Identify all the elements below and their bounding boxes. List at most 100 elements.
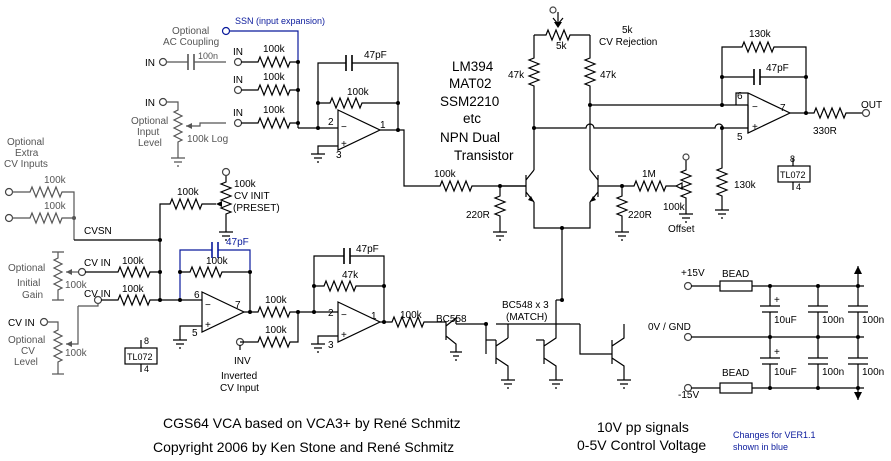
svg-text:100n: 100n <box>822 367 844 378</box>
svg-text:+: + <box>341 330 347 341</box>
svg-text:100k: 100k <box>65 348 88 359</box>
svg-text:100k: 100k <box>265 325 288 336</box>
audio-input-section: SSN (input expansion) Optional AC Coupli… <box>131 16 325 167</box>
svg-text:−: − <box>341 310 347 321</box>
svg-text:10uF: 10uF <box>774 315 797 326</box>
input-level-label-2: Input <box>137 127 159 138</box>
svg-text:130k: 130k <box>749 29 772 40</box>
svg-text:Gain: Gain <box>22 290 43 301</box>
signals-line-2: 0-5V Control Voltage <box>577 437 706 453</box>
current-source-section: BC558 BC548 x 3 (MATCH) <box>436 298 631 389</box>
svg-text:47k: 47k <box>508 70 525 81</box>
svg-text:100k: 100k <box>44 175 67 186</box>
svg-text:4: 4 <box>796 182 801 192</box>
inv-label-3: CV Input <box>220 383 259 394</box>
svg-text:Initial: Initial <box>17 278 40 289</box>
signals-line-1: 10V pp signals <box>597 419 689 435</box>
in-label-pot: IN <box>145 98 155 109</box>
out-terminal <box>861 108 871 118</box>
svg-text:100k: 100k <box>265 295 288 306</box>
svg-text:100k: 100k <box>122 256 145 267</box>
transistor-note: LM394 MAT02 SSM2210 etc NPN Dual Transis… <box>440 59 514 163</box>
svg-text:+: + <box>341 139 347 150</box>
svg-text:2: 2 <box>328 308 334 319</box>
svg-text:100k: 100k <box>434 169 457 180</box>
cv-in-label-1: CV IN <box>84 258 111 269</box>
cv-init-preset: (PRESET) <box>233 203 280 214</box>
svg-text:4: 4 <box>144 364 149 374</box>
extra-cv-label-3: CV Inputs <box>4 159 48 170</box>
in-terminal-2 <box>233 85 243 95</box>
note-line-1: LM394 <box>452 59 494 74</box>
in-label-ac: IN <box>145 58 155 69</box>
svg-text:8: 8 <box>144 336 149 346</box>
cv-input-section: Optional Extra CV Inputs 100k 100k CVSN … <box>4 137 280 375</box>
svg-text:+: + <box>774 347 780 358</box>
in-label-2: IN <box>233 75 243 86</box>
svg-text:1: 1 <box>371 311 377 322</box>
svg-text:220R: 220R <box>628 210 652 221</box>
note-line-5: NPN Dual <box>440 130 500 145</box>
svg-text:+: + <box>205 320 211 331</box>
svg-text:130k: 130k <box>734 180 757 191</box>
note-line-6: Transistor <box>454 148 514 163</box>
gnd-label: 0V / GND <box>648 322 691 333</box>
in-label-3: IN <box>233 108 243 119</box>
footer-text: CGS64 VCA based on VCA3+ by René Schmitz… <box>153 415 816 455</box>
svg-text:TL072: TL072 <box>780 170 806 180</box>
input-level-label-3: Level <box>138 138 162 149</box>
svg-text:10uF: 10uF <box>774 367 797 378</box>
cv-in-label-left: CV IN <box>8 318 35 329</box>
output-opamp-stage: 6 5 7 − + 130k 130k 47pF 330R OUT TL072 … <box>715 29 882 219</box>
changes-line-1: Changes for VER1.1 <box>733 430 816 440</box>
svg-text:330R: 330R <box>813 126 837 137</box>
svg-text:BEAD: BEAD <box>722 269 749 280</box>
svg-text:TL072: TL072 <box>127 352 153 362</box>
extra-cv-label-2: Extra <box>15 148 39 159</box>
cv-init-100k: 100k <box>234 179 257 190</box>
note-line-2: MAT02 <box>449 76 492 91</box>
r100k-fb-label: 100k <box>347 87 370 98</box>
note-line-3: SSM2210 <box>440 94 499 109</box>
svg-text:100k: 100k <box>206 256 229 267</box>
dual-transistor-core: 5k 5k CV Rejection 47k 47k 220R <box>466 6 736 300</box>
svg-text:100k: 100k <box>122 284 145 295</box>
svg-text:47pF: 47pF <box>356 244 379 255</box>
svg-text:47k: 47k <box>342 270 359 281</box>
svg-text:100k: 100k <box>663 202 686 213</box>
plus15-label: +15V <box>681 268 705 279</box>
svg-text:5: 5 <box>192 328 198 339</box>
minus15-label: -15V <box>678 390 699 401</box>
svg-text:47pF: 47pF <box>766 63 789 74</box>
svg-text:8: 8 <box>790 154 795 164</box>
cv-opamp-1: 6 5 7 − + 47pF 100k 100k TL072 8 4 100k … <box>124 237 300 394</box>
changes-line-2: shown in blue <box>733 442 788 452</box>
extra-cv-label-1: Optional <box>7 137 44 148</box>
out-label: OUT <box>861 100 882 111</box>
bc548-label: BC548 x 3 <box>502 300 549 311</box>
svg-text:100k: 100k <box>65 280 88 291</box>
svg-text:Optional: Optional <box>8 335 45 346</box>
cv-in-label-2: CV IN <box>84 289 111 300</box>
svg-text:1: 1 <box>380 120 386 131</box>
svg-text:220R: 220R <box>466 210 490 221</box>
cap-100n-label: 100n <box>198 51 218 61</box>
svg-text:−: − <box>341 122 347 133</box>
svg-text:BEAD: BEAD <box>722 368 749 379</box>
in-terminal-ac <box>158 57 168 67</box>
bc558-label: BC558 <box>436 314 467 325</box>
svg-text:−: − <box>205 300 211 311</box>
svg-text:+: + <box>774 295 780 306</box>
svg-text:100n: 100n <box>822 315 844 326</box>
cv-rejection-label: CV Rejection <box>599 37 657 48</box>
svg-text:47pF: 47pF <box>226 237 249 248</box>
svg-text:+: + <box>752 122 758 133</box>
in-terminal-1 <box>233 57 243 67</box>
cv-opamp-2: 2 3 1 − + 47pF 47k 100k <box>298 244 446 353</box>
in-terminal-3 <box>233 118 243 128</box>
svg-text:47k: 47k <box>600 70 617 81</box>
power-supply-section: +15V BEAD 0V / GND -15V BEAD + 10uF + 10… <box>648 266 884 401</box>
svg-text:Optional: Optional <box>8 263 45 274</box>
ssn-label: SSN (input expansion) <box>235 16 325 26</box>
svg-text:100k: 100k <box>177 187 200 198</box>
